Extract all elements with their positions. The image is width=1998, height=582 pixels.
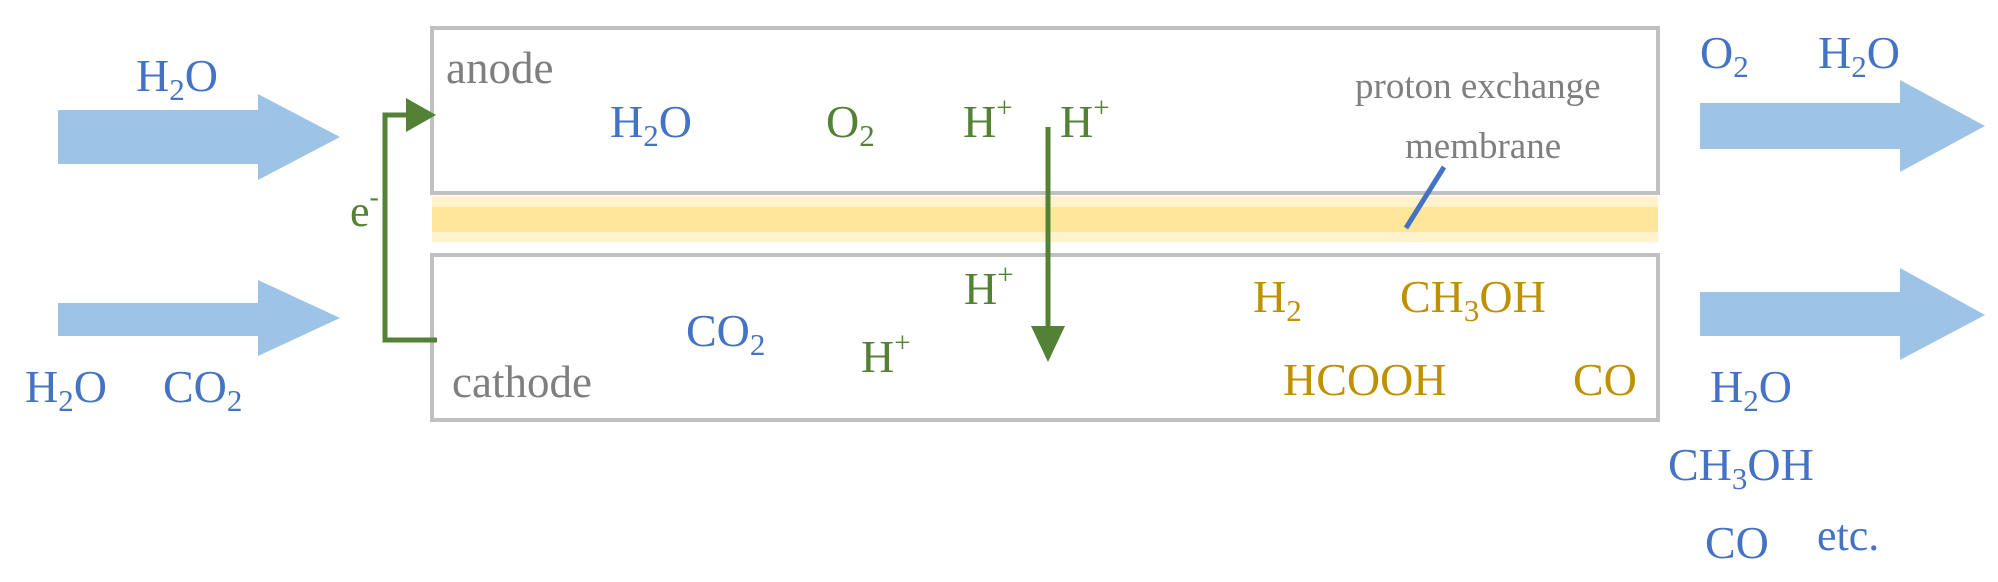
outlet-bottom-co: CO	[1705, 517, 1769, 568]
cathode-methanol: CH3OH	[1400, 271, 1546, 328]
anode-proton-b: H+	[1060, 92, 1110, 147]
outlet-top-oxygen: O2	[1700, 27, 1749, 84]
anode-label: anode	[446, 43, 553, 93]
cathode-label: cathode	[452, 357, 592, 407]
membrane-label-line1: proton exchange	[1355, 66, 1601, 107]
anode-proton-a: H+	[963, 92, 1013, 147]
anode-oxygen: O2	[826, 96, 875, 153]
cathode-co2: CO2	[686, 305, 765, 362]
proton-arrowhead	[1031, 326, 1065, 362]
cathode-proton-a: H+	[964, 259, 1014, 314]
membrane-label-line2: membrane	[1405, 126, 1561, 167]
inlet-arrow-top	[58, 94, 340, 180]
cathode-proton-b: H+	[861, 327, 911, 382]
membrane-inner	[432, 207, 1658, 232]
outlet-bottom-etc: etc.	[1817, 511, 1879, 560]
outlet-bottom-water: H2O	[1710, 361, 1792, 418]
inlet-bottom-water: H2O	[25, 361, 107, 418]
cathode-hydrogen: H2	[1253, 271, 1302, 328]
outlet-arrow-top	[1700, 80, 1985, 172]
inlet-arrow-bottom	[58, 280, 340, 356]
outlet-top-water: H2O	[1818, 27, 1900, 84]
anode-water: H2O	[610, 96, 692, 153]
cathode-carbon-monoxide: CO	[1573, 354, 1637, 405]
electron-circuit-wire	[382, 112, 437, 343]
anode-chamber	[430, 26, 1660, 195]
outlet-arrow-bottom	[1700, 268, 1985, 360]
electron-label: e-	[350, 182, 379, 236]
membrane-pointer-line	[1403, 165, 1447, 230]
outlet-bottom-methanol: CH3OH	[1668, 439, 1814, 496]
inlet-bottom-co2: CO2	[163, 361, 242, 418]
inlet-top-water: H2O	[136, 50, 218, 107]
cathode-formic-acid: HCOOH	[1283, 354, 1447, 405]
electron-arrowhead	[406, 98, 436, 132]
